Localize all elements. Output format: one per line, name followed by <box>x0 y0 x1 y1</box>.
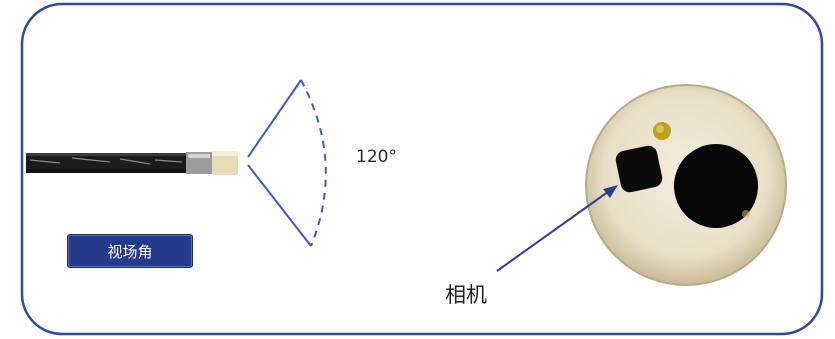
angle-label: 120° <box>356 147 397 167</box>
fov-lower-line <box>247 164 312 247</box>
working-channel <box>674 144 758 228</box>
probe-tip-face <box>585 84 787 286</box>
fov-upper-line <box>247 79 302 158</box>
camera-arrow <box>496 185 618 272</box>
camera-label: 相机 <box>445 283 487 307</box>
camera-lens <box>615 145 663 193</box>
fov-badge: 视场角 <box>67 234 193 268</box>
fov-cone <box>247 79 327 247</box>
endoscope-cable <box>26 151 238 175</box>
